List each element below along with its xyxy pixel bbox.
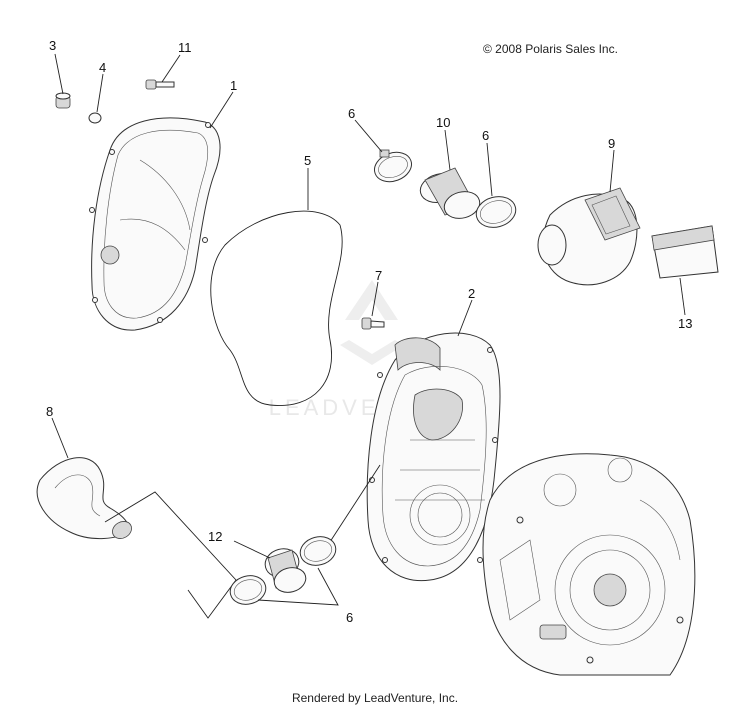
part-5-gasket xyxy=(210,210,343,406)
callout-6-top-left: 6 xyxy=(348,106,355,121)
callout-4: 4 xyxy=(99,60,106,75)
callout-1: 1 xyxy=(230,78,237,93)
callout-9: 9 xyxy=(608,136,615,151)
part-11-bolt xyxy=(145,79,175,90)
callout-12: 12 xyxy=(208,529,222,544)
part-3-plug xyxy=(55,92,71,109)
part-6-clamp-bottom-left xyxy=(229,575,267,605)
part-6-clamp-top-right xyxy=(475,196,517,228)
part-8-duct-hose xyxy=(36,457,132,540)
callout-6-bottom: 6 xyxy=(346,610,353,625)
footer-text: Rendered by LeadVenture, Inc. xyxy=(292,691,458,705)
part-12-coupler xyxy=(264,548,307,593)
part-10-coupler xyxy=(419,167,481,219)
part-4-o-ring xyxy=(88,112,102,124)
part-7-bolt xyxy=(361,317,385,330)
callout-10: 10 xyxy=(436,115,450,130)
callout-11: 11 xyxy=(178,40,192,55)
copyright-text: © 2008 Polaris Sales Inc. xyxy=(483,42,618,56)
callout-13: 13 xyxy=(678,316,692,331)
part-1-outer-cover xyxy=(89,117,221,331)
part-6-clamp-top-left xyxy=(374,149,412,183)
callout-8: 8 xyxy=(46,404,53,419)
transmission-assembly xyxy=(482,453,696,676)
part-9-duct-elbow xyxy=(537,187,641,286)
part-2-inner-cover xyxy=(366,332,501,582)
part-13-duct-cover xyxy=(651,225,719,279)
callout-5: 5 xyxy=(304,153,311,168)
part-6-clamp-bottom-right xyxy=(299,536,337,566)
callout-3: 3 xyxy=(49,38,56,53)
callout-2: 2 xyxy=(468,286,475,301)
callout-7: 7 xyxy=(375,268,382,283)
callout-6-top-right: 6 xyxy=(482,128,489,143)
